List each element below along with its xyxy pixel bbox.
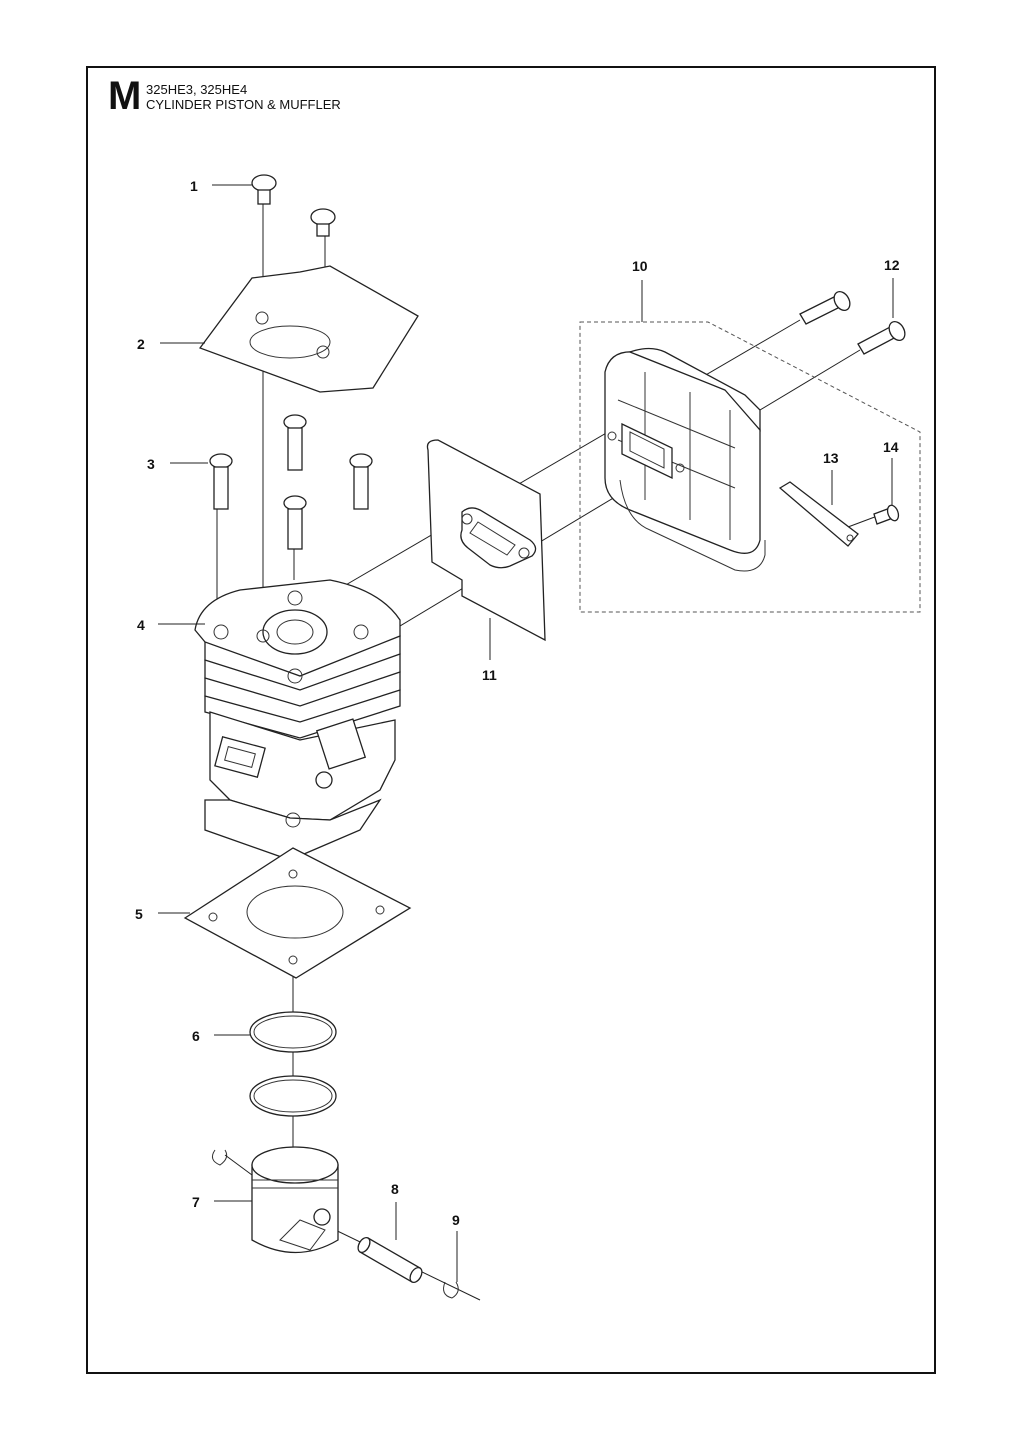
cylinder-part-4 — [194, 579, 401, 861]
callout-2: 2 — [137, 336, 145, 352]
piston-pin-part-8 — [357, 1236, 423, 1284]
callout-4: 4 — [137, 617, 145, 633]
screw-part-14 — [873, 504, 900, 525]
exhaust-gasket-part-11 — [426, 439, 546, 642]
callout-11: 11 — [482, 667, 497, 683]
piston-part-7 — [211, 1146, 339, 1254]
callout-3: 3 — [147, 456, 155, 472]
callout-leaders — [158, 184, 894, 1282]
callout-1: 1 — [190, 178, 198, 194]
cylinder-bolts-part-3 — [209, 414, 373, 550]
callout-labels: 1 2 3 4 5 6 7 8 9 10 11 12 13 14 — [135, 178, 900, 1228]
circlip-part-9 — [443, 1281, 459, 1299]
callout-12: 12 — [884, 257, 900, 273]
muffler-bolts-part-12 — [799, 291, 906, 355]
callout-6: 6 — [192, 1028, 200, 1044]
callout-10: 10 — [632, 258, 648, 274]
callout-13: 13 — [823, 450, 839, 466]
model-numbers: 325HE3, 325HE4 — [146, 82, 248, 97]
title-block: 325HE3, 325HE4 CYLINDER PISTON & MUFFLER — [146, 82, 341, 112]
muffler-part-10 — [579, 321, 921, 613]
screw-part-1 — [251, 174, 336, 237]
top-gasket-part-2 — [198, 265, 419, 393]
callout-7: 7 — [192, 1194, 200, 1210]
base-gasket-part-5 — [183, 847, 412, 979]
callout-8: 8 — [391, 1181, 399, 1197]
diagram-title: CYLINDER PISTON & MUFFLER — [146, 97, 341, 112]
callout-14: 14 — [883, 439, 899, 455]
callout-9: 9 — [452, 1212, 460, 1228]
piston-rings-part-6 — [249, 1011, 337, 1117]
plate-part-13 — [778, 481, 859, 547]
page-frame — [86, 66, 936, 1374]
section-letter: M — [108, 74, 142, 118]
callout-5: 5 — [135, 906, 143, 922]
